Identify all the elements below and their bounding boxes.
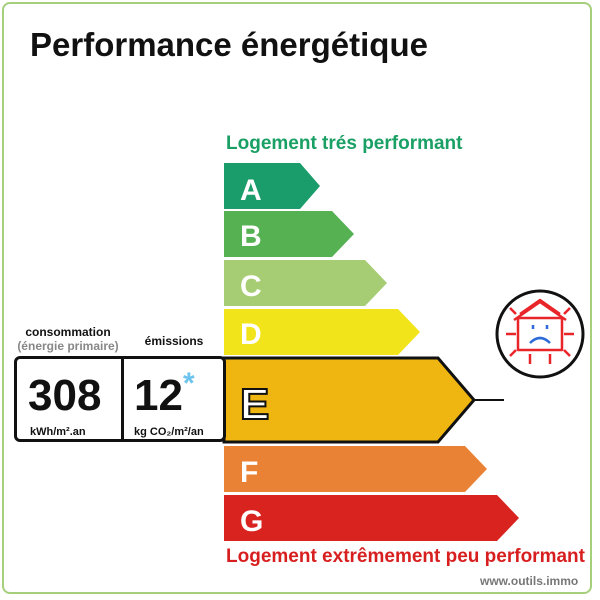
class-bar-b: B xyxy=(224,211,354,257)
class-bar-d: D xyxy=(224,309,420,355)
bottom-performance-label: Logement extrêmement peu performant xyxy=(226,546,585,567)
class-letter-c: C xyxy=(240,270,262,303)
class-bar-c: C xyxy=(224,260,387,306)
consumption-value: 308 xyxy=(28,371,102,420)
class-letter-g: G xyxy=(240,505,263,538)
metrics-box xyxy=(14,356,226,442)
class-letter-f: F xyxy=(240,456,258,489)
emissions-value-wrap: 12* xyxy=(134,367,195,421)
class-bar-a: A xyxy=(224,163,320,209)
emissions-unit: kg CO₂/m²/an xyxy=(134,426,204,438)
metrics-divider xyxy=(121,356,124,442)
consumption-header-line1: consommation xyxy=(25,325,111,339)
emissions-star: * xyxy=(182,367,195,400)
emissions-value: 12 xyxy=(134,371,183,420)
top-performance-label: Logement trés performant xyxy=(226,133,463,154)
class-bar-g: G xyxy=(224,495,519,541)
page-title: Performance énergétique xyxy=(30,26,428,63)
class-letter-d: D xyxy=(240,318,262,351)
class-letter-a: A xyxy=(240,174,262,207)
class-letter-b: B xyxy=(240,220,262,253)
class-letter-e: E xyxy=(240,380,269,429)
class-bar-e-active: E xyxy=(222,356,476,444)
emissions-header: émissions xyxy=(144,334,204,348)
consumption-header: consommation (énergie primaire) xyxy=(14,325,122,353)
class-bar-f: F xyxy=(224,446,487,492)
consumption-unit: kWh/m².an xyxy=(30,426,86,438)
label-frame xyxy=(2,2,592,594)
source-watermark: www.outils.immo xyxy=(480,574,579,588)
house-sad-face-icon xyxy=(495,289,585,379)
consumption-header-line2: (énergie primaire) xyxy=(17,339,119,353)
